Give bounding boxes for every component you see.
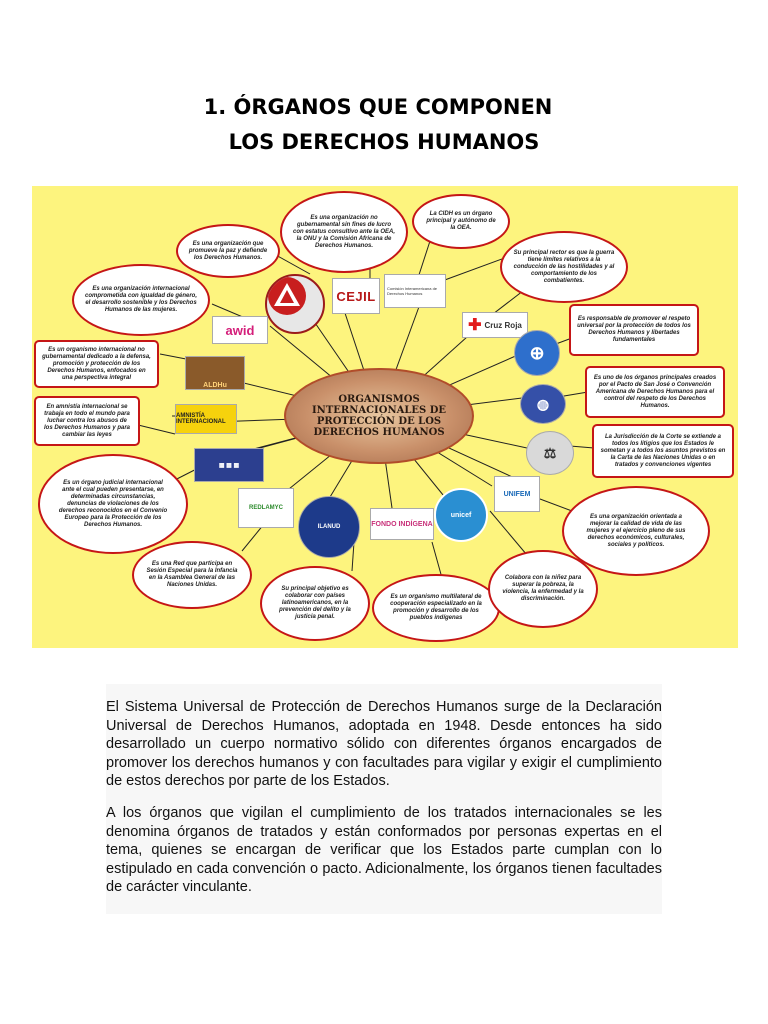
globe-icon: ◍	[537, 396, 549, 413]
node-amnistia-desc: En amnistía internacional se trabaja en …	[34, 396, 140, 446]
node-aldhu-desc: Es un organismo internacional no guberna…	[34, 340, 159, 388]
ilanud-logo: ILANUD	[298, 496, 360, 558]
unicef-logo: unicef	[434, 488, 488, 542]
cidh-logo: Comisión Interamericana de Derechos Huma…	[384, 274, 446, 308]
page-title: 1. ÓRGANOS QUE COMPONEN	[0, 95, 762, 119]
un-emblem-icon: ⊕	[529, 343, 544, 364]
acnudh-logo: ⊕	[514, 330, 560, 376]
node-cidh-pacto-desc: Es uno de los órganos principales creado…	[585, 366, 725, 418]
aldhu-logo: ALDHu	[185, 356, 245, 390]
cruz-roja-logo: ✚ Cruz Roja	[462, 312, 528, 338]
seal-icon: ⚖	[544, 445, 557, 462]
cidh-globe-logo: ◍	[520, 384, 566, 424]
redlamyc-logo: REDLAMYC	[238, 488, 294, 528]
court-building-icon: ▦ ▦ ▦	[219, 462, 239, 469]
tedh-logo: ▦ ▦ ▦	[194, 448, 264, 482]
corte-logo: ⚖	[526, 431, 574, 475]
concept-map: ORGANISMOS INTERNACIONALES DE PROTECCIÓN…	[32, 186, 738, 648]
node-ilanud-desc: Su principal objetivo es colaborar con p…	[260, 566, 370, 641]
unifem-logo: UNIFEM	[494, 476, 540, 512]
central-node: ORGANISMOS INTERNACIONALES DE PROTECCIÓN…	[284, 368, 474, 464]
red-cross-icon: ✚	[468, 315, 481, 335]
cejil-logo: CEJIL	[332, 278, 380, 314]
brigadas-logo	[265, 274, 325, 334]
cruz-roja-label: Cruz Roja	[485, 321, 522, 330]
page-subtitle: LOS DERECHOS HUMANOS	[0, 130, 768, 154]
node-corte-desc: La Jurisdicción de la Corte se extiende …	[592, 424, 734, 478]
brigadas-triangle-icon	[267, 276, 307, 316]
paragraph-2: A los órganos que vigilan el cumplimient…	[106, 804, 662, 897]
awid-logo: awid	[212, 316, 268, 344]
node-brigadas-desc: Es una organización que promueve la paz …	[176, 224, 280, 278]
node-cejil-desc: Es una organización no gubernamental sin…	[280, 191, 408, 273]
node-awid-desc: Es una organización internacional compro…	[72, 264, 210, 336]
amnistia-logo: AMNISTÍA INTERNACIONAL	[175, 404, 237, 434]
node-fondo-desc: Es un organismo multilateral de cooperac…	[372, 574, 500, 642]
paragraph-1: El Sistema Universal de Protección de De…	[106, 698, 662, 791]
node-cidh-desc: La CIDH es un órgano principal y autónom…	[412, 194, 510, 249]
fondo-indigena-logo: FONDO INDÍGENA	[370, 508, 434, 540]
node-tedh-desc: Es un órgano judicial internacional ante…	[38, 454, 188, 554]
node-unicef-desc: Colabora con la niñez para superar la po…	[488, 550, 598, 628]
body-text: El Sistema Universal de Protección de De…	[106, 684, 662, 914]
node-redlamyc-desc: Es una Red que participa en Sesión Espec…	[132, 541, 252, 609]
node-acnudh-desc: Es responsable de promover el respeto un…	[569, 304, 699, 356]
node-cruzroja-desc: Su principal rector es que la guerra tie…	[500, 231, 628, 303]
